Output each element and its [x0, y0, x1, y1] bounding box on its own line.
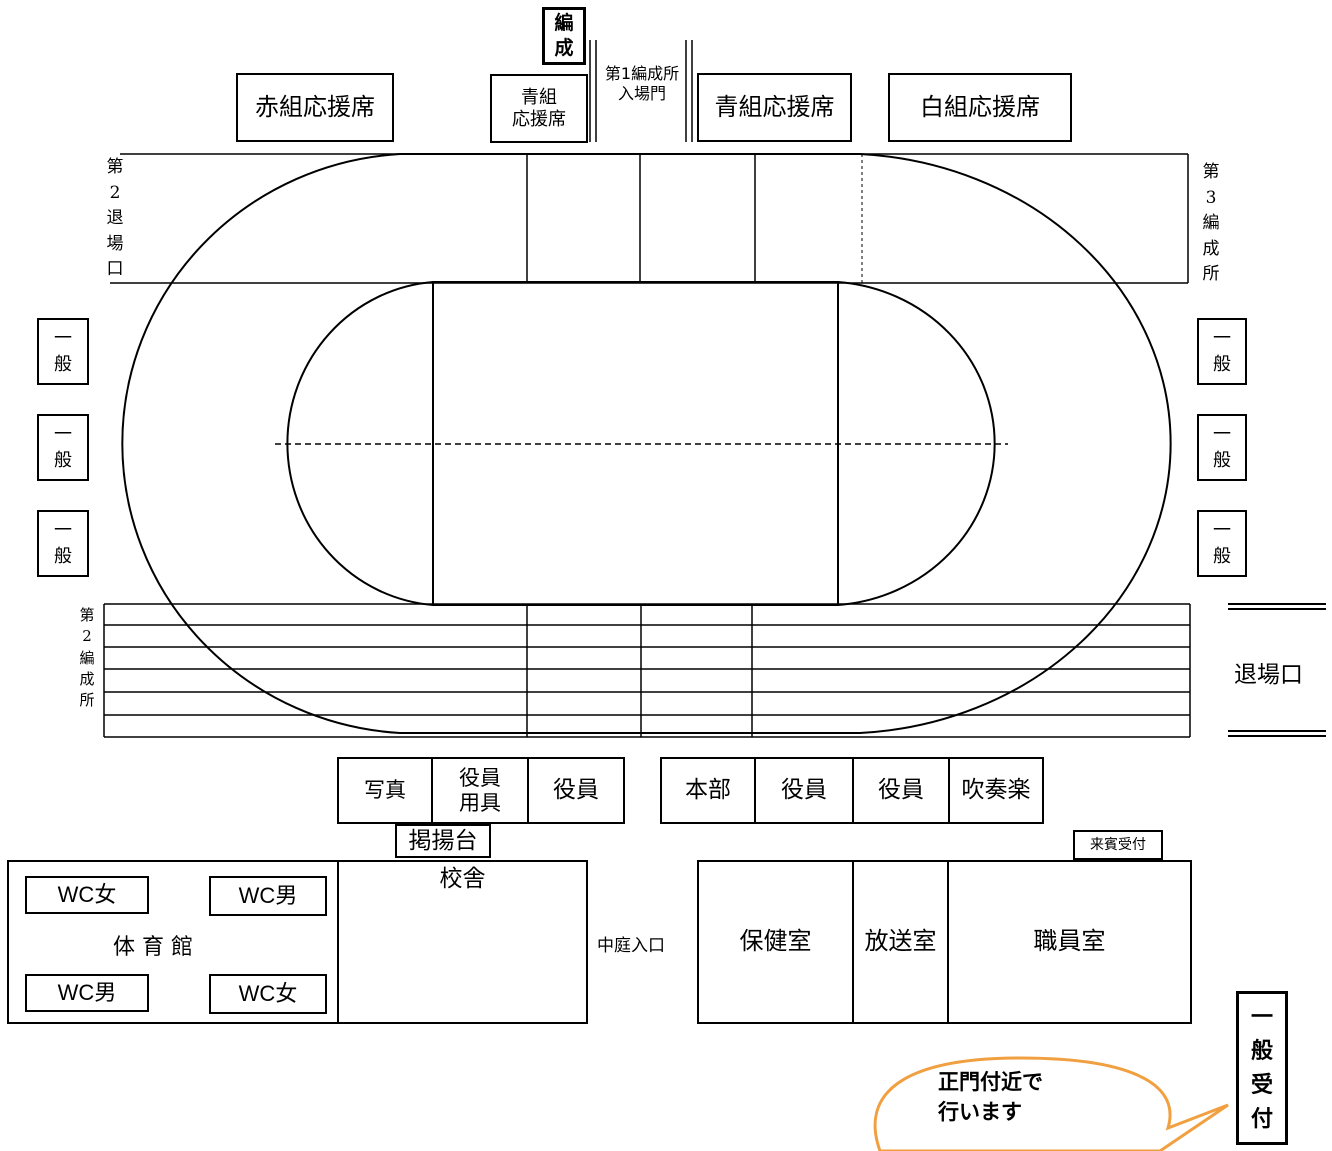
guest-reception: 来賓受付: [1073, 830, 1163, 860]
general-seating-right-1: 一 般: [1197, 318, 1247, 385]
second-formation-label: 第 2 編 成 所: [79, 606, 95, 710]
outer-track: [121, 153, 1172, 734]
callout-bubble: [873, 1056, 1229, 1151]
formation-tab: 編 成: [542, 7, 586, 65]
second-exit-label: 第 2 退 場 口: [106, 157, 124, 279]
general-seating-right-2: 一 般: [1197, 414, 1247, 481]
tent-officials-right-2: 役員: [852, 757, 950, 824]
entrance-gate-label: 第1編成所 入場門: [604, 64, 680, 103]
tent-brass-band: 吹奏楽: [948, 757, 1044, 824]
school-building: 校舎: [337, 860, 588, 1024]
third-formation-label: 第 3 編 成 所: [1202, 162, 1220, 284]
gym-wc-men-2: WC男: [25, 974, 149, 1012]
tent-headquarters: 本部: [660, 757, 756, 824]
tent-officials-right-1: 役員: [754, 757, 854, 824]
general-seating-left-1: 一 般: [37, 318, 89, 385]
white-team-stand: 白組応援席: [888, 73, 1072, 142]
gym-wc-women-1: WC女: [25, 876, 149, 914]
staff-room: 職員室: [947, 860, 1192, 1024]
flag-podium: 掲揚台: [395, 824, 491, 858]
gym-wc-women-2: WC女: [209, 974, 327, 1014]
general-seating-left-2: 一 般: [37, 414, 89, 481]
tent-photo: 写真: [337, 757, 433, 824]
general-seating-left-3: 一 般: [37, 510, 89, 577]
broadcast-room: 放送室: [852, 860, 949, 1024]
general-seating-right-3: 一 般: [1197, 510, 1247, 577]
tent-officials-equipment: 役員 用具: [431, 757, 529, 824]
courtyard-entrance-label: 中庭入口: [597, 936, 665, 956]
red-team-stand: 赤組応援席: [236, 73, 394, 142]
bottom-lanes: [103, 603, 1191, 738]
blue-team-stand-small: 青組 応援席: [490, 74, 588, 143]
gym-wc-men-1: WC男: [209, 876, 327, 916]
tent-officials-left: 役員: [527, 757, 625, 824]
blue-team-stand: 青組応援席: [697, 73, 852, 142]
health-room: 保健室: [697, 860, 854, 1024]
exit-label: 退場口: [1234, 662, 1303, 688]
general-reception: 一 般 受 付: [1236, 991, 1288, 1145]
gymnasium-label: 体 育 館: [113, 935, 193, 960]
callout-text: 正門付近で 行います: [938, 1071, 1043, 1125]
